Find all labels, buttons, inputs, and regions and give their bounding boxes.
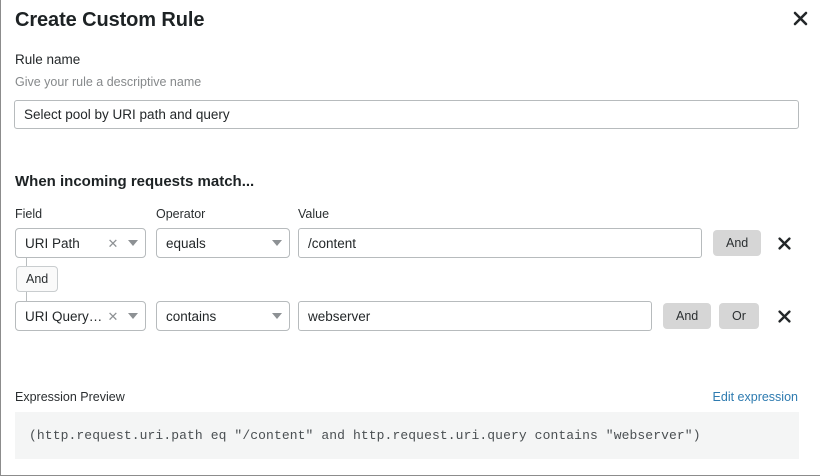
chevron-down-icon[interactable]	[121, 240, 145, 246]
column-header-operator: Operator	[156, 207, 206, 221]
condition-row: URI Query St... ✕ contains And Or	[1, 301, 820, 331]
connector-line-top	[26, 258, 27, 267]
connector-line-bottom	[26, 292, 27, 301]
value-input-2[interactable]	[298, 301, 652, 331]
and-button-2[interactable]: And	[663, 303, 712, 329]
conditions-heading: When incoming requests match...	[15, 173, 255, 190]
dialog-title: Create Custom Rule	[15, 9, 205, 31]
chevron-down-icon[interactable]	[121, 313, 145, 319]
delete-condition-icon-1[interactable]	[773, 232, 795, 254]
edit-expression-link[interactable]: Edit expression	[712, 390, 798, 404]
operator-select-2-value: contains	[166, 308, 217, 324]
operator-select-1[interactable]: equals	[156, 228, 290, 258]
clear-icon[interactable]: ✕	[107, 308, 119, 324]
value-input-1[interactable]	[298, 228, 702, 258]
clear-icon[interactable]: ✕	[107, 235, 119, 251]
chevron-down-icon[interactable]	[265, 240, 289, 246]
field-select-1[interactable]: URI Path ✕	[15, 228, 146, 258]
chevron-down-icon[interactable]	[265, 313, 289, 319]
operator-select-2[interactable]: contains	[156, 301, 290, 331]
rule-name-input[interactable]	[14, 100, 799, 129]
column-header-field: Field	[15, 207, 43, 221]
field-select-2-value: URI Query St...	[25, 308, 105, 324]
rule-name-label: Rule name	[15, 52, 81, 67]
expression-preview-label: Expression Preview	[15, 390, 125, 404]
rule-name-help-text: Give your rule a descriptive name	[15, 75, 202, 89]
close-icon[interactable]	[789, 7, 811, 29]
delete-condition-icon-2[interactable]	[773, 305, 795, 327]
or-button-2[interactable]: Or	[719, 303, 759, 329]
operator-select-1-value: equals	[166, 235, 206, 251]
expression-text: (http.request.uri.path eq "/content" and…	[29, 428, 701, 443]
column-header-value: Value	[298, 207, 330, 221]
field-select-1-value: URI Path	[25, 235, 80, 251]
and-button-1[interactable]: And	[713, 230, 762, 256]
field-select-2[interactable]: URI Query St... ✕	[15, 301, 146, 331]
expression-preview-box: (http.request.uri.path eq "/content" and…	[15, 412, 799, 459]
group-connector-and[interactable]: And	[16, 266, 59, 292]
condition-row: URI Path ✕ equals And	[1, 228, 820, 258]
